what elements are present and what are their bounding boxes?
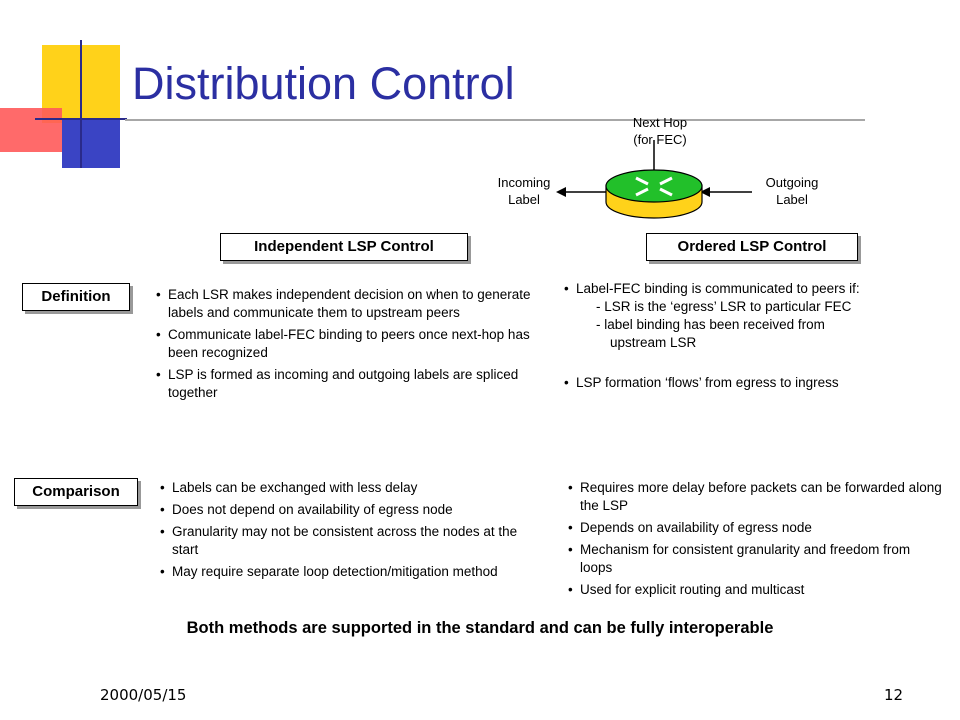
list-item: Label-FEC binding is communicated to pee… (564, 280, 934, 298)
sub-item: - label binding has been received from (596, 317, 825, 332)
list-item: Mechanism for consistent granularity and… (568, 541, 944, 577)
router-arrows-icon (635, 176, 673, 197)
conclusion-text: Both methods are supported in the standa… (186, 619, 774, 637)
ordered-lsp-header: Ordered LSP Control (646, 233, 858, 261)
sub-item: upstream LSR (610, 335, 697, 350)
definition-ordered-list: Label-FEC binding is communicated to pee… (564, 280, 934, 396)
list-item: Labels can be exchanged with less delay (160, 479, 540, 497)
list-item: May require separate loop detection/miti… (160, 563, 540, 581)
list-item: Used for explicit routing and multicast (568, 581, 944, 599)
incoming-arrowhead (556, 187, 566, 197)
outgoing-label-text: Outgoing Label (765, 175, 819, 207)
definition-label: Definition (22, 283, 130, 311)
next-hop-label: Next Hop (for FEC) (632, 115, 688, 147)
logo-blue-square (62, 118, 120, 168)
title-underline (125, 119, 865, 121)
list-item: Does not depend on availability of egres… (160, 501, 540, 519)
router-diagram (556, 140, 752, 219)
definition-independent-list: Each LSR makes independent decision on w… (156, 286, 546, 406)
list-item: Depends on availability of egress node (568, 519, 944, 537)
comparison-ordered-list: Requires more delay before packets can b… (568, 479, 944, 603)
page-title: Distribution Control (132, 58, 515, 109)
list-item: LSP is formed as incoming and outgoing l… (156, 366, 546, 402)
list-item: Granularity may not be consistent across… (160, 523, 540, 559)
outgoing-arrowhead (700, 187, 710, 197)
sub-item: - LSR is the ‘egress’ LSR to particular … (596, 299, 852, 314)
comparison-label: Comparison (14, 478, 138, 506)
list-item: LSP formation ‘flows’ from egress to ing… (564, 374, 934, 392)
logo-vertical-line (80, 40, 82, 168)
logo-red-square (0, 108, 62, 152)
list-item: Each LSR makes independent decision on w… (156, 286, 546, 322)
logo-horizontal-line (35, 118, 127, 120)
list-item: Communicate label-FEC binding to peers o… (156, 326, 546, 362)
incoming-label-text: Incoming Label (497, 175, 551, 207)
comparison-independent-list: Labels can be exchanged with less delay … (160, 479, 540, 585)
list-item: Requires more delay before packets can b… (568, 479, 944, 515)
router-icon (605, 169, 703, 203)
independent-lsp-header: Independent LSP Control (220, 233, 468, 261)
footer-page-number: 12 (884, 686, 904, 704)
footer-date: 2000/05/15 (100, 686, 187, 704)
